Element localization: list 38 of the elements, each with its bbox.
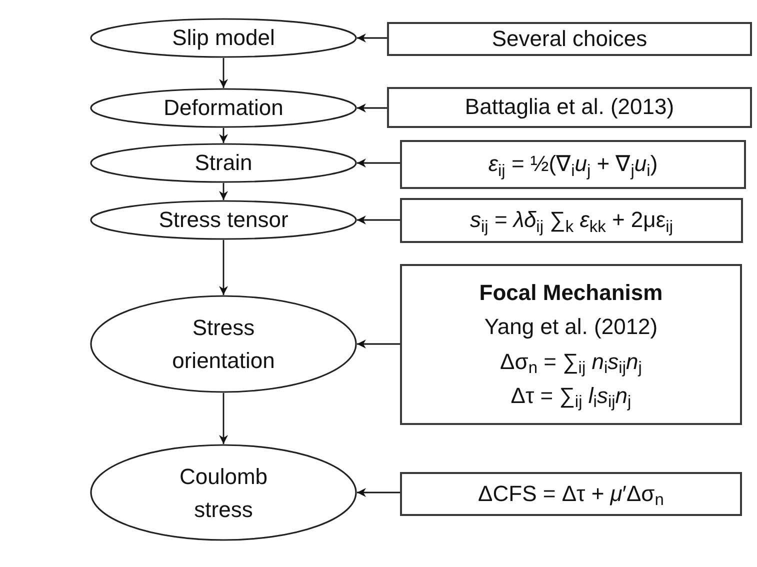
formula: Δτ = ∑$_{ij}$ l$_{i}$s$_{ij}$n$_{j}$ — [510, 382, 632, 413]
formula: s$_{ij}$ = λδ$_{ij}$ ∑$_{k}$ ε$_{kk}$ + 2με$_{ij}$ — [470, 206, 673, 238]
arrow — [357, 34, 387, 42]
arrow — [357, 104, 387, 112]
step-label: Strain — [194, 148, 252, 177]
info-box — [400, 198, 743, 243]
formula: ε$_{ij}$ = ½(∇$_{i}$u$_{j}$ + ∇$_{j}$u$_{i}$) — [488, 150, 658, 182]
process-ellipse — [90, 88, 357, 128]
step-label: Stress orientation — [171, 314, 276, 375]
arrow — [219, 393, 228, 444]
step-label: Stress tensor — [158, 206, 288, 234]
arrow — [219, 240, 228, 295]
info-box — [387, 87, 752, 128]
arrow — [219, 183, 228, 200]
arrow — [357, 488, 400, 497]
info-box — [400, 264, 742, 425]
arrow — [357, 158, 400, 168]
step-label: Coulomb stress — [178, 462, 269, 524]
arrow — [219, 58, 228, 88]
arrow — [357, 340, 400, 348]
step-label: Deformation — [164, 94, 284, 122]
process-ellipse — [90, 444, 357, 541]
step-label: Slip model — [172, 24, 275, 52]
arrow — [219, 128, 228, 143]
arrow — [357, 216, 400, 224]
process-ellipse — [90, 143, 357, 183]
info-box — [387, 22, 752, 56]
heading: Focal Mechanism — [479, 279, 663, 308]
formula: ΔCFS = Δτ + μ′Δσ$_{n}$ — [478, 480, 664, 512]
citation-text: Battaglia et al. (2013) — [464, 93, 674, 122]
process-ellipse — [90, 18, 357, 58]
info-box — [400, 472, 742, 516]
formula: Δσ$_{n}$ = ∑$_{ij}$ n$_{i}$s$_{ij}$n$_{j}$ — [500, 348, 642, 379]
process-ellipse — [90, 295, 357, 393]
process-ellipse — [90, 200, 357, 240]
citation-text: Yang et al. (2012) — [484, 313, 658, 342]
info-box — [400, 140, 746, 189]
source-text: Several choices — [492, 24, 648, 53]
